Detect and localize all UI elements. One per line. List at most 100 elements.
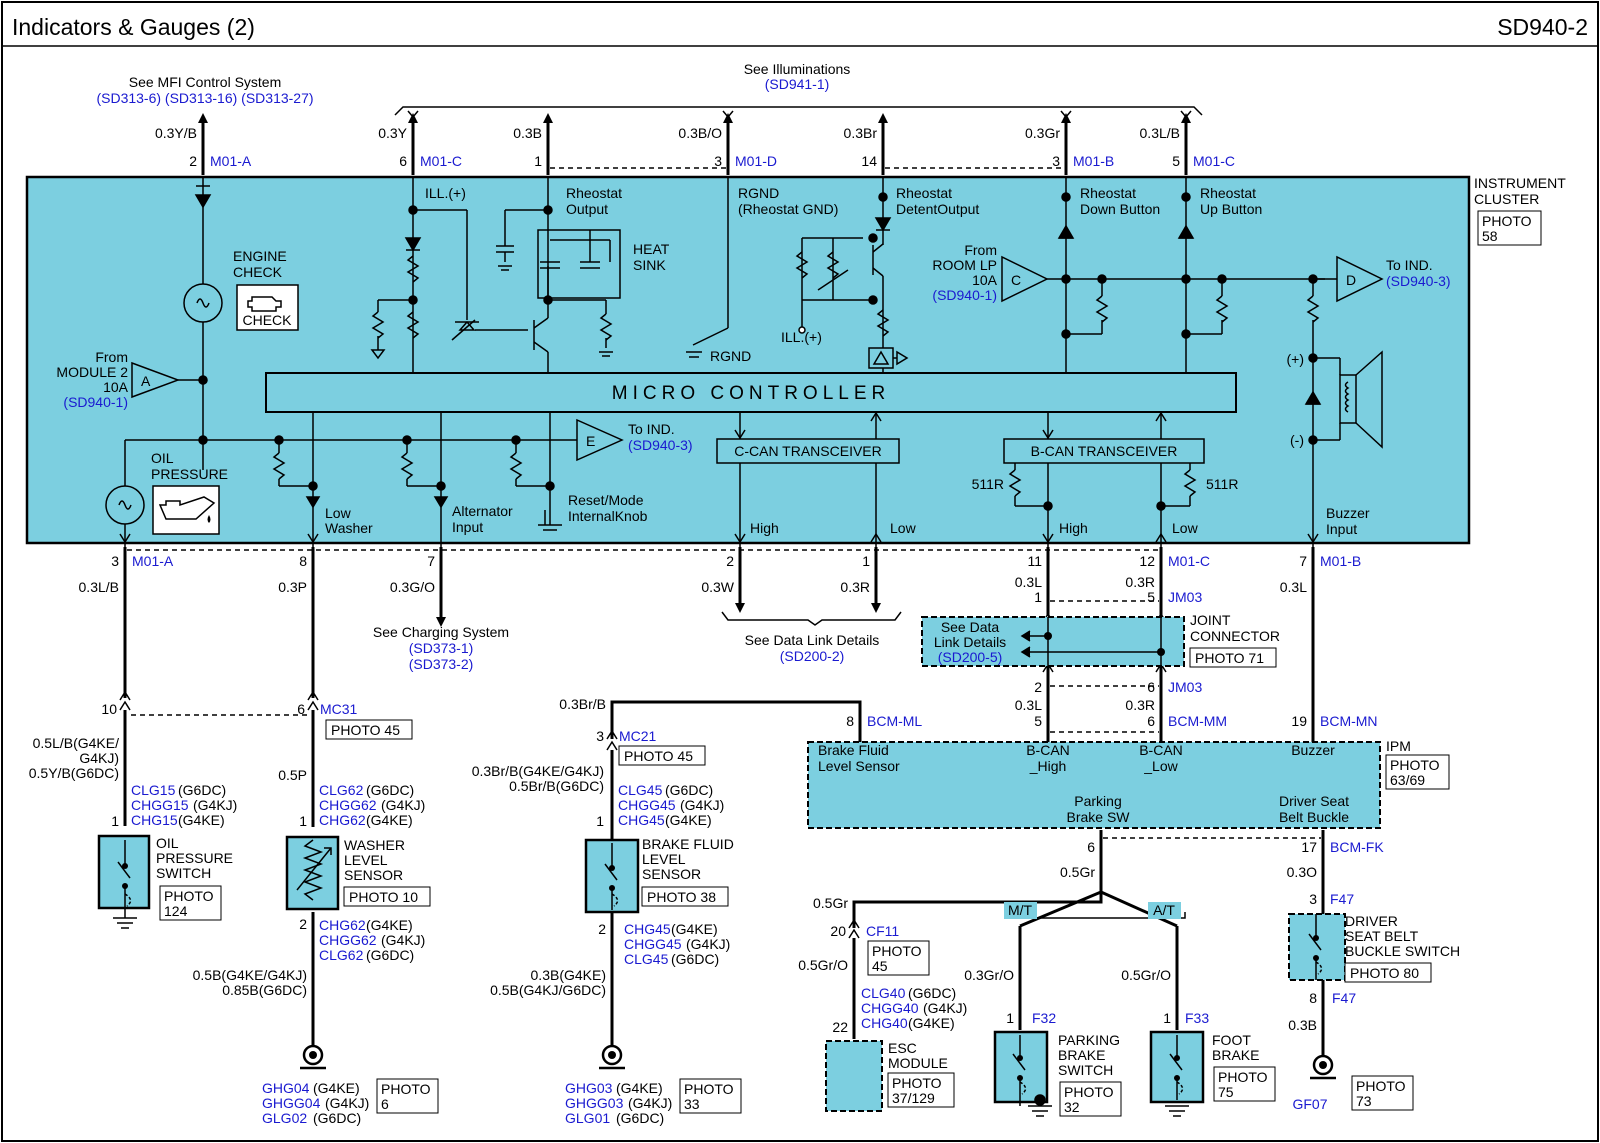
cluster-photo: PHOTO	[1482, 213, 1532, 229]
brake-clg[interactable]: CLG45	[618, 782, 663, 798]
parking-conn[interactable]: F32	[1032, 1010, 1056, 1026]
brake-conn[interactable]: MC21	[619, 728, 657, 744]
ipm-conn-fk[interactable]: BCM-FK	[1330, 839, 1384, 855]
to-ind-e-ref[interactable]: (SD940-3)	[628, 437, 693, 453]
datalink-ref-link[interactable]: (SD200-2)	[780, 648, 845, 664]
seat-ground[interactable]: GF07	[1292, 1096, 1327, 1112]
washer-b-chg[interactable]: CHG62	[319, 917, 366, 933]
washer-ground-icon	[300, 1044, 326, 1070]
washer-chgg[interactable]: CHGG62	[319, 797, 377, 813]
top-conn-2[interactable]: M01-C	[420, 153, 462, 169]
top-conn-1[interactable]: M01-A	[210, 153, 252, 169]
brake-ground-3[interactable]: GLG01	[565, 1110, 610, 1126]
engine-check-label-2: CHECK	[233, 264, 283, 280]
from-module-ref[interactable]: (SD940-1)	[63, 394, 128, 410]
bottom-conn-7[interactable]: M01-C	[1168, 553, 1210, 569]
washer-chg[interactable]: CHG62	[319, 812, 366, 828]
rheo-output-label-2: Output	[566, 201, 608, 217]
r511-right-label: 511R	[1206, 476, 1238, 492]
washer-conn[interactable]: MC31	[320, 701, 358, 717]
joint-label-2: CONNECTOR	[1190, 628, 1280, 644]
washer-b-chg-variant: (G4KE)	[366, 917, 413, 933]
esc-conn[interactable]: CF11	[866, 923, 899, 939]
ipm-pin-5: 5	[1034, 713, 1042, 729]
check-engine-icon: CHECK	[236, 284, 299, 331]
joint-wire-l: 0.3L	[1015, 697, 1042, 713]
brake-ground-2[interactable]: GHGG03	[565, 1095, 624, 1111]
seat-wire: 0.3O	[1287, 864, 1317, 880]
top-conn-7[interactable]: M01-C	[1193, 153, 1235, 169]
ipm-bcan-low-2: _Low	[1143, 758, 1178, 774]
ipm-conn-mm[interactable]: BCM-MM	[1168, 713, 1227, 729]
bottom-pin-5: 1	[862, 553, 870, 569]
washer-ground-1[interactable]: GHG04	[262, 1080, 310, 1096]
esc-chgg[interactable]: CHGG40	[861, 1000, 919, 1016]
ipm-conn-mn[interactable]: BCM-MN	[1320, 713, 1378, 729]
brake-chgg[interactable]: CHGG45	[618, 797, 676, 813]
from-room-ref[interactable]: (SD940-1)	[932, 287, 997, 303]
charging-ref-2[interactable]: (SD373-2)	[409, 656, 474, 672]
washer-photo: PHOTO 10	[349, 889, 418, 905]
to-ind-d-label: To IND.	[1386, 257, 1433, 273]
illum-ref[interactable]: (SD941-1)	[765, 76, 830, 92]
seat-name: DRIVER	[1345, 913, 1398, 929]
seat-pin-8: 8	[1309, 990, 1317, 1006]
charging-ref-1[interactable]: (SD373-1)	[409, 640, 474, 656]
washer-clg[interactable]: CLG62	[319, 782, 364, 798]
ipm-photo: PHOTO	[1390, 757, 1440, 773]
ill-plus-label: ILL.(+)	[425, 185, 466, 201]
seat-conn[interactable]: F47	[1330, 891, 1354, 907]
to-ind-e-label: To IND.	[628, 421, 675, 437]
bottom-conn-1[interactable]: M01-A	[132, 553, 174, 569]
ipm-brake-label-2: Level Sensor	[818, 758, 900, 774]
washer-ground-3[interactable]: GLG02	[262, 1110, 307, 1126]
low-washer-label: Low	[325, 505, 352, 521]
washer-b-chgg-variant: (G4KJ)	[381, 932, 425, 948]
washer-pin-6: 6	[297, 701, 305, 717]
joint-conn-bot[interactable]: JM03	[1168, 679, 1202, 695]
bottom-conn-8[interactable]: M01-B	[1320, 553, 1361, 569]
washer-ground-2[interactable]: GHGG04	[262, 1095, 321, 1111]
washer-b-chgg[interactable]: CHGG62	[319, 932, 377, 948]
ipm-pin-19: 19	[1291, 713, 1307, 729]
joint-see-ref[interactable]: (SD200-5)	[938, 649, 1003, 665]
top-conn-4[interactable]: M01-D	[735, 153, 777, 169]
seat-conn-2[interactable]: F47	[1332, 990, 1356, 1006]
brake-chg[interactable]: CHG45	[618, 812, 665, 828]
esc-name-2: MODULE	[888, 1055, 948, 1071]
ipm-bcan-high: B-CAN	[1026, 742, 1070, 758]
joint-conn-top[interactable]: JM03	[1168, 589, 1202, 605]
oil-chgg[interactable]: CHGG15	[131, 797, 189, 813]
esc-chg[interactable]: CHG40	[861, 1015, 908, 1031]
foot-conn[interactable]: F33	[1185, 1010, 1209, 1026]
external-wiring	[123, 547, 1325, 1058]
rgnd-label-2: (Rheostat GND)	[738, 201, 838, 217]
mfi-refs[interactable]: (SD313-6) (SD313-16) (SD313-27)	[96, 90, 313, 106]
to-ind-d-ref[interactable]: (SD940-3)	[1386, 273, 1451, 289]
brake-b-clg[interactable]: CLG45	[624, 951, 669, 967]
joint-pin-1: 1	[1034, 589, 1042, 605]
from-module-label-2: MODULE 2	[56, 364, 128, 380]
oil-clg[interactable]: CLG15	[131, 782, 176, 798]
esc-conn-photo: PHOTO	[872, 943, 922, 959]
top-conn-6[interactable]: M01-B	[1073, 153, 1114, 169]
top-pin-labels: 0.3Y/B 2 M01-A 0.3Y 6 M01-C 0.3B 1 0.3B/…	[155, 125, 1235, 169]
amp-a-label: A	[141, 373, 151, 389]
ccan-high-label: High	[750, 520, 779, 536]
brake-b-chgg[interactable]: CHGG45	[624, 936, 682, 952]
washer-b-clg[interactable]: CLG62	[319, 947, 364, 963]
ipm-bcan-low: B-CAN	[1139, 742, 1183, 758]
brake-b-chg[interactable]: CHG45	[624, 921, 671, 937]
top-pin-1: 2	[189, 153, 197, 169]
washer-wire: 0.5P	[278, 767, 307, 783]
oil-switch-photo-num: 124	[164, 903, 188, 919]
esc-clg[interactable]: CLG40	[861, 985, 906, 1001]
esc-pin-22: 22	[832, 1019, 848, 1035]
bcan-high-label: High	[1059, 520, 1088, 536]
ipm-conn-ml[interactable]: BCM-ML	[867, 713, 922, 729]
brake-ground-1[interactable]: GHG03	[565, 1080, 613, 1096]
oil-pin-10: 10	[101, 701, 117, 717]
oil-chg[interactable]: CHG15	[131, 812, 178, 828]
parking-pin-1: 1	[1006, 1010, 1014, 1026]
bottom-wire-1: 0.3L/B	[79, 579, 119, 595]
